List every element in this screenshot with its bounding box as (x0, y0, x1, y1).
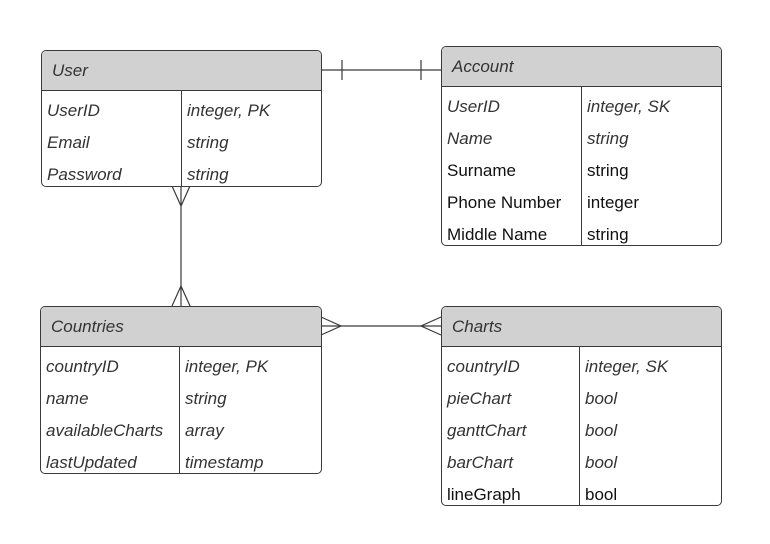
entity-user: User UserID integer, PK Email string Pas… (41, 50, 322, 187)
attribute-name: Email (47, 133, 90, 152)
attribute-name: Middle Name (447, 225, 548, 244)
entity-attributes: UserID integer, PK Email string Password… (42, 91, 321, 186)
attribute-row: countryID integer, PK (41, 351, 321, 383)
attribute-type: string (187, 133, 229, 152)
attribute-row: Name string (442, 123, 721, 155)
attribute-type: integer, SK (585, 357, 669, 376)
attribute-row: Middle Name string (442, 219, 721, 245)
attribute-type: integer, PK (187, 101, 271, 120)
entity-title: Account (442, 47, 721, 87)
attribute-name: lastUpdated (46, 453, 137, 472)
attribute-type: string (587, 225, 629, 244)
user-crowfoot (171, 185, 191, 208)
attribute-row: UserID integer, PK (42, 95, 321, 127)
column-divider (581, 87, 582, 245)
attribute-type: integer, PK (185, 357, 269, 376)
attribute-type: string (185, 389, 227, 408)
attribute-name: countryID (46, 357, 119, 376)
attribute-row: pieChart bool (442, 383, 721, 415)
charts-crowfoot-side (419, 316, 442, 336)
attribute-type: timestamp (185, 453, 264, 472)
attribute-name: UserID (47, 101, 100, 120)
attribute-name: pieChart (447, 389, 512, 408)
entity-title: Charts (442, 307, 721, 347)
attribute-row: countryID integer, SK (442, 351, 721, 383)
attribute-name: Name (447, 129, 493, 148)
attribute-type: string (187, 165, 229, 184)
attribute-row: Email string (42, 127, 321, 159)
attribute-name: barChart (447, 453, 514, 472)
attribute-row: UserID integer, SK (442, 91, 721, 123)
attribute-name: lineGraph (447, 485, 521, 504)
attribute-name: availableCharts (46, 421, 164, 440)
entity-attributes: countryID integer, PK name string availa… (41, 347, 321, 473)
attribute-row: lastUpdated timestamp (41, 447, 321, 473)
entity-charts: Charts countryID integer, SK pieChart bo… (441, 306, 722, 506)
entity-countries: Countries countryID integer, PK name str… (40, 306, 322, 474)
entity-title: Countries (41, 307, 321, 347)
entity-account: Account UserID integer, SK Name string S… (441, 46, 722, 246)
attribute-type: bool (585, 421, 618, 440)
attribute-row: name string (41, 383, 321, 415)
countries-crowfoot-top (171, 284, 191, 307)
column-divider (181, 91, 182, 186)
attribute-type: string (587, 161, 629, 180)
entity-attributes: UserID integer, SK Name string Surname s… (442, 87, 721, 245)
attribute-type: bool (585, 485, 618, 504)
attribute-name: countryID (447, 357, 520, 376)
attribute-row: lineGraph bool (442, 479, 721, 505)
attribute-row: ganttChart bool (442, 415, 721, 447)
attribute-row: availableCharts array (41, 415, 321, 447)
attribute-name: Phone Number (447, 193, 562, 212)
attribute-type: bool (585, 389, 618, 408)
attribute-row: Password string (42, 159, 321, 186)
attribute-name: Password (47, 165, 122, 184)
column-divider (179, 347, 180, 473)
attribute-name: Surname (447, 161, 516, 180)
column-divider (579, 347, 580, 505)
attribute-name: UserID (447, 97, 500, 116)
countries-crowfoot-side (320, 316, 343, 336)
entity-attributes: countryID integer, SK pieChart bool gant… (442, 347, 721, 505)
attribute-type: bool (585, 453, 618, 472)
attribute-row: barChart bool (442, 447, 721, 479)
attribute-type: integer, SK (587, 97, 671, 116)
attribute-name: name (46, 389, 89, 408)
attribute-type: integer (587, 193, 639, 212)
attribute-row: Surname string (442, 155, 721, 187)
entity-title: User (42, 51, 321, 91)
attribute-type: array (185, 421, 224, 440)
attribute-type: string (587, 129, 629, 148)
attribute-row: Phone Number integer (442, 187, 721, 219)
attribute-name: ganttChart (447, 421, 527, 440)
